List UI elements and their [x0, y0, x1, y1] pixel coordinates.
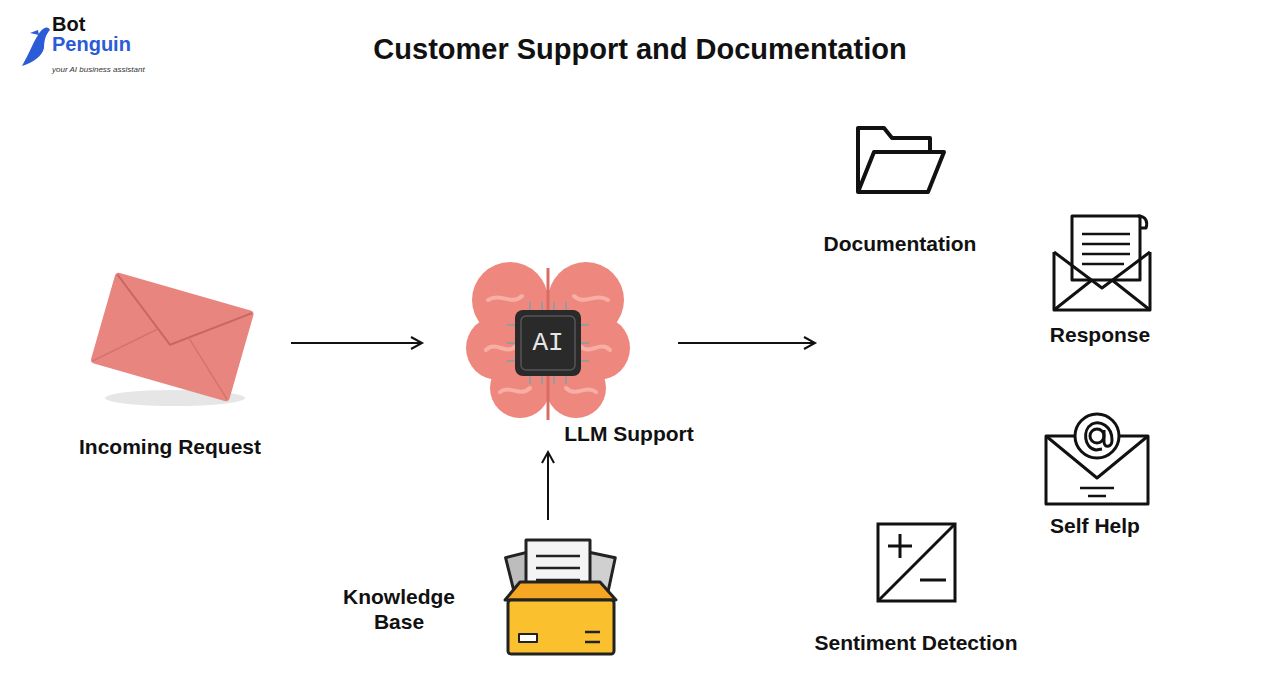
ai-brain — [466, 262, 630, 420]
logo-word: Bot — [52, 13, 85, 35]
node-label: Self Help — [1050, 513, 1140, 538]
folder-icon — [858, 128, 944, 192]
node-label: Documentation — [824, 231, 977, 256]
node-label: Response — [1050, 322, 1150, 347]
icon-node: Incoming Request — [77, 273, 263, 461]
incoming-envelope — [90, 272, 254, 406]
sentiment-icon — [878, 524, 955, 601]
flow-arrow — [291, 337, 422, 349]
node-label: Incoming Request — [79, 434, 261, 459]
logo-mark — [22, 28, 50, 66]
diagram-title: Customer Support and Documentation — [373, 33, 906, 66]
icon-node: Response — [1048, 209, 1154, 349]
output-arrow — [678, 337, 815, 349]
response-envelope — [1054, 216, 1150, 310]
self-help-envelope — [1046, 414, 1148, 504]
node-label: LLM Support — [564, 421, 693, 446]
node-label: Knowledge Base — [329, 584, 469, 634]
icon-node: Knowledge Base — [327, 536, 620, 660]
arrow-line — [291, 337, 422, 349]
flow-arrow — [542, 452, 554, 520]
icon-node: Sentiment Detection — [812, 519, 1019, 657]
arrow-line — [542, 452, 554, 520]
knowledge-box — [505, 540, 616, 654]
chip-label: AI — [532, 329, 563, 358]
node-label: Sentiment Detection — [814, 630, 1017, 655]
icon-node: Documentation — [822, 121, 979, 258]
icon-node: LLM Support — [468, 261, 696, 448]
icon-node: Self Help — [1041, 409, 1153, 540]
logo-word: Penguin — [52, 33, 131, 55]
logo-tagline: your AI business assistant — [52, 66, 145, 75]
